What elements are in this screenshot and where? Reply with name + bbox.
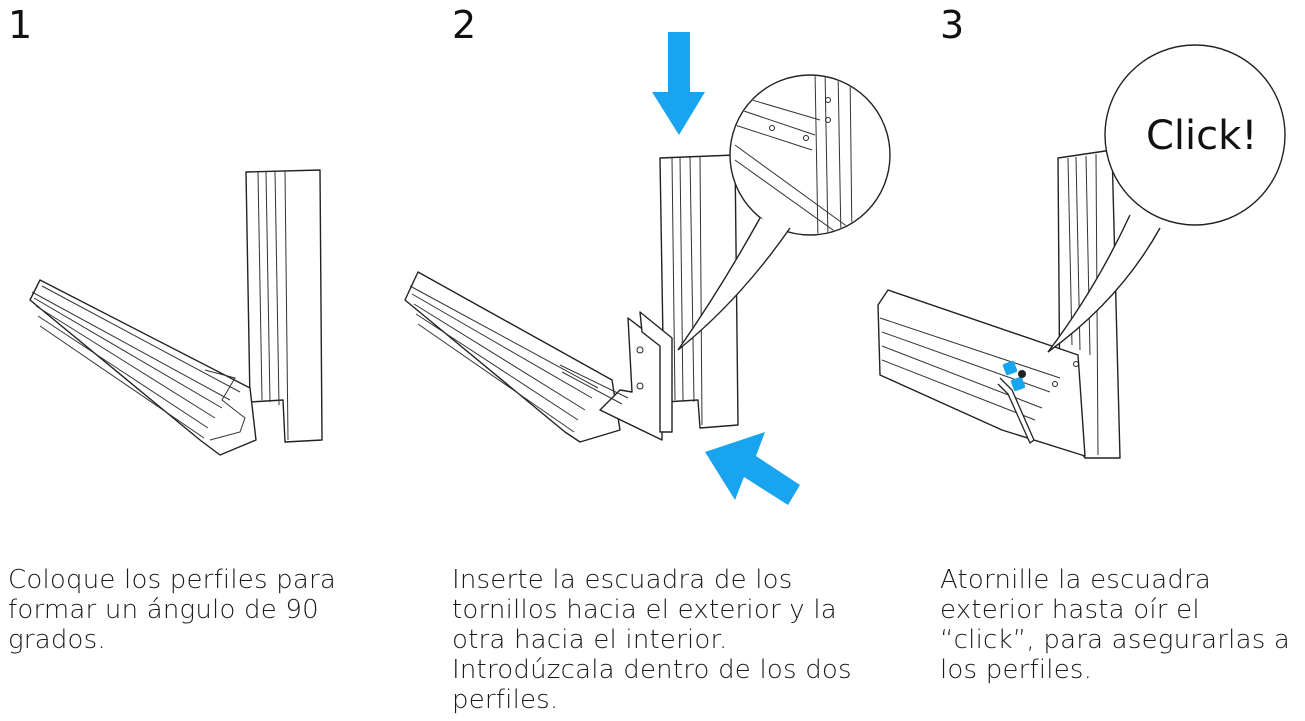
step-1-caption: Coloque los perfiles para formar un ángu… — [8, 565, 337, 655]
step-3-number: 3 — [940, 3, 965, 47]
diagonal-arrow-icon — [705, 432, 800, 505]
step-3-caption: Atornille la escuadra exterior hasta oír… — [940, 565, 1291, 685]
step-2-caption: Inserte la escuadra de los tornillos hac… — [452, 565, 852, 715]
step-2-illustration — [404, 32, 891, 505]
step-2-number: 2 — [452, 3, 477, 47]
step-3-illustration — [877, 44, 1286, 459]
step-1-number: 1 — [8, 3, 33, 47]
down-arrow-icon — [652, 32, 705, 135]
step-1-illustration — [29, 169, 323, 456]
assembly-illustrations — [29, 32, 1286, 505]
click-bubble-text: Click! — [1146, 113, 1258, 159]
